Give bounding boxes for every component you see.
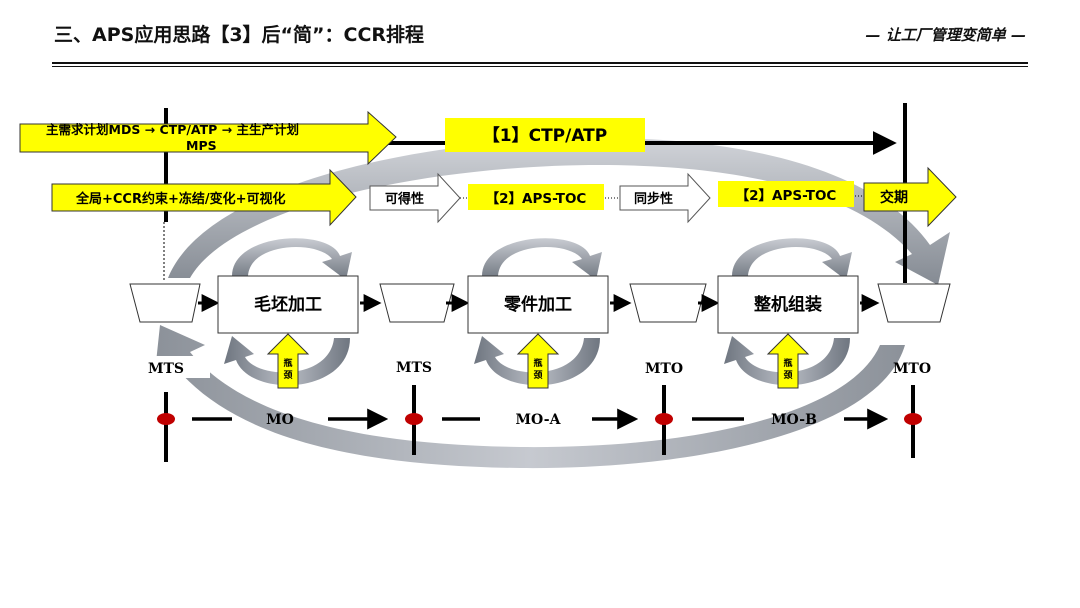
strategy-label-2: MTS: [396, 360, 432, 376]
bottleneck-arrow-1: 瓶 颈: [266, 333, 310, 389]
aps-toc-box-2: [718, 181, 854, 207]
strategy-label-bg-1: [140, 356, 210, 378]
sync-arrow: [619, 172, 711, 224]
timeline-node-3: [655, 413, 673, 425]
header-rule-thin: [52, 66, 1028, 67]
buffer-2: [379, 283, 455, 323]
buffer-4: [877, 283, 951, 323]
process-box-3: [717, 275, 859, 334]
ccr-arrow: [51, 168, 357, 227]
delivery-arrow: [863, 166, 957, 228]
timeline-node-2: [405, 413, 423, 425]
delivery-label: 交期: [880, 189, 908, 206]
page-title: 三、APS应用思路【3】后“简”：CCR排程: [54, 24, 425, 46]
page-slogan: — 让工厂管理变简单 —: [865, 26, 1026, 44]
process-label-1: 毛坯加工: [254, 294, 322, 315]
strategy-label-4: MTO: [893, 361, 931, 377]
ccr-arrow-label: 全局+CCR约束+冻结/变化+可视化: [75, 191, 286, 207]
aps-toc-label-2: 【2】APS-TOC: [736, 188, 837, 204]
order-label-3: MO-B: [771, 412, 817, 428]
mds-arrow: [19, 110, 397, 166]
bottleneck-1-line2: 颈: [283, 370, 292, 381]
aps-toc-box-1: [468, 184, 604, 210]
ctp-atp-label: 【1】CTP/ATP: [483, 125, 607, 146]
process-loop-2-bottom: [474, 336, 600, 386]
aps-toc-label-1: 【2】APS-TOC: [486, 191, 587, 207]
bottleneck-arrow-2: 瓶 颈: [516, 333, 560, 389]
timeline-node-4: [904, 413, 922, 425]
header-rule-thick: [52, 62, 1028, 64]
process-loop-3-top: [732, 238, 852, 280]
process-box-2: [467, 275, 609, 334]
availability-arrow: [369, 172, 461, 224]
order-label-1: MO: [266, 412, 294, 428]
outer-arc-bottom: [155, 325, 905, 469]
ctp-atp-box: [445, 118, 645, 152]
availability-label: 可得性: [385, 191, 424, 207]
bottleneck-3-line2: 颈: [783, 370, 792, 381]
bottleneck-2-line2: 颈: [533, 370, 542, 381]
strategy-label-3: MTO: [645, 361, 683, 377]
buffer-1: [129, 283, 201, 323]
bottleneck-1-line1: 瓶: [283, 357, 292, 369]
order-label-2: MO-A: [516, 412, 562, 428]
process-label-2: 零件加工: [503, 294, 572, 315]
process-loop-1-bottom: [224, 336, 350, 386]
mds-arrow-line2: MPS: [186, 138, 217, 153]
process-loop-1-top: [232, 238, 352, 280]
process-label-3: 整机组装: [754, 294, 822, 315]
process-loop-2-top: [482, 238, 602, 280]
bottleneck-arrow-3: 瓶 颈: [766, 333, 810, 389]
strategy-label-1: MTS: [148, 361, 184, 377]
process-box-1: [217, 275, 359, 334]
outer-arc-top: [168, 138, 950, 285]
bottleneck-2-line1: 瓶: [533, 357, 542, 369]
timeline-node-1: [157, 413, 175, 425]
sync-label: 同步性: [634, 191, 673, 207]
bottleneck-3-line1: 瓶: [783, 357, 792, 369]
process-loop-3-bottom: [724, 336, 850, 386]
mds-arrow-line1: 主需求计划MDS → CTP/ATP → 主生产计划: [46, 122, 299, 137]
buffer-3: [629, 283, 707, 323]
